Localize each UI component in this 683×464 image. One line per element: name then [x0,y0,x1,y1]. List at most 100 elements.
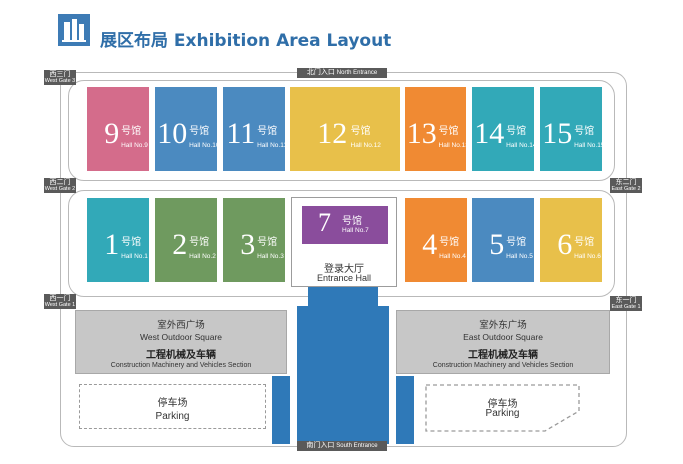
west-square-cn: 室外西广场 [157,320,205,331]
entrance-hall-cn: 登录大厅 [324,264,364,275]
hall-3-en: Hall No.3 [257,253,284,260]
west-gate-1[interactable]: 西一门 West Gate 1 [44,294,76,309]
hall-1-en: Hall No.1 [121,253,148,260]
west-walkway [272,376,290,444]
hall-11-number: 11 [226,117,256,150]
hall-1-number: 1 [104,228,120,261]
hall-1-cn: 号馆 [121,237,142,248]
east-section-cn: 工程机械及车辆 [468,350,538,361]
west-gate-2-cn: 西二门 [49,179,71,186]
south-entrance[interactable]: 南门入口 South Entrance [297,441,387,451]
north-entrance-cn: 北门入口 [306,69,335,76]
north-hall-block [68,80,615,181]
hall-13-number: 13 [406,117,437,150]
hall-9-number: 9 [104,117,120,150]
hall-12-en: Hall No.12 [350,142,381,149]
hall-14-en: Hall No.14 [506,142,534,149]
hall-13-cn: 号馆 [438,126,459,137]
hall-15-number: 15 [542,117,573,150]
south-entrance-en: South Entrance [336,443,378,449]
hall-5-cn: 号馆 [506,237,527,248]
east-parking-cn: 停车场 [487,399,518,410]
entrance-hall[interactable]: 7 号馆 Hall No.7 登录大厅 Entrance Hall [291,197,397,287]
hall-2-cn: 号馆 [189,237,210,248]
east-gate-1[interactable]: 东一门 East Gate 1 [610,296,642,311]
hall-12-number: 12 [317,117,348,150]
hall-9-cn: 号馆 [121,126,142,137]
hall-6-cn: 号馆 [574,237,595,248]
page-title: 展区布局 Exhibition Area Layout [100,31,392,51]
hall-14-number: 14 [474,117,505,150]
north-entrance-en: North Entrance [336,70,378,76]
hall-9-en: Hall No.9 [121,142,148,149]
hall-7[interactable]: 7 号馆 Hall No.7 [302,206,388,244]
hall-3-number: 3 [240,228,256,261]
south-entrance-cn: 南门入口 [306,442,335,449]
east-square-cn: 室外东广场 [479,320,527,331]
east-square-en: East Outdoor Square [463,332,543,342]
west-parking[interactable]: 停车场 Parking [79,384,266,429]
hall-10-number: 10 [157,117,188,150]
east-gate-1-en: East Gate 1 [611,304,641,310]
west-parking-cn: 停车场 [157,398,188,409]
east-parking-outline [425,384,580,432]
hall-15-en: Hall No.15 [574,142,602,149]
hall-15-cn: 号馆 [574,126,595,137]
east-gate-1-cn: 东一门 [615,297,637,304]
west-gate-2[interactable]: 西二门 West Gate 2 [44,178,76,193]
west-section-cn: 工程机械及车辆 [146,350,216,361]
east-gate-2-cn: 东二门 [615,179,637,186]
hall-7-en: Hall No.7 [342,227,369,234]
hall-7-cn: 号馆 [342,216,362,227]
west-parking-en: Parking [155,411,190,422]
east-gate-2-en: East Gate 2 [611,186,641,192]
hall-11-en: Hall No.11 [257,142,285,149]
entrance-hall-en: Entrance Hall [316,273,372,283]
hall-7-number: 7 [318,208,331,237]
east-parking-en: Parking [485,408,520,419]
east-walkway [396,376,414,444]
west-gate-3-cn: 西三门 [49,71,71,78]
hall-11-cn: 号馆 [257,126,278,137]
hall-4-en: Hall No.4 [439,253,466,260]
west-section-en: Construction Machinery and Vehicles Sect… [110,362,252,369]
east-gate-2[interactable]: 东二门 East Gate 2 [610,178,642,193]
central-walkway [297,306,389,444]
north-entrance[interactable]: 北门入口 North Entrance [297,68,387,78]
hall-3-cn: 号馆 [257,237,278,248]
hall-4-number: 4 [422,228,438,261]
hall-4-cn: 号馆 [439,237,460,248]
hall-14-cn: 号馆 [506,126,527,137]
west-gate-2-en: West Gate 2 [44,186,76,192]
west-gate-3-en: West Gate 3 [44,78,76,84]
hall-2-en: Hall No.2 [189,253,216,260]
hall-10-en: Hall No.10 [189,142,217,149]
hall-12-cn: 号馆 [350,126,371,137]
hall-10-cn: 号馆 [189,126,210,137]
west-square-en: West Outdoor Square [139,332,223,342]
west-gate-1-en: West Gate 1 [44,302,76,308]
west-gate-1-cn: 西一门 [49,295,71,302]
hall-5-number: 5 [489,228,505,261]
west-outdoor-square[interactable]: 室外西广场 West Outdoor Square 工程机械及车辆 Constr… [75,310,287,374]
east-parking[interactable]: 停车场 Parking [425,384,580,432]
west-gate-3[interactable]: 西三门 West Gate 3 [44,70,76,85]
hall-5-en: Hall No.5 [506,253,533,260]
hall-13-en: Hall No.13 [438,142,466,149]
hall-6-number: 6 [557,228,573,261]
east-section-en: Construction Machinery and Vehicles Sect… [432,362,574,369]
east-outdoor-square[interactable]: 室外东广场 East Outdoor Square 工程机械及车辆 Constr… [396,310,610,374]
